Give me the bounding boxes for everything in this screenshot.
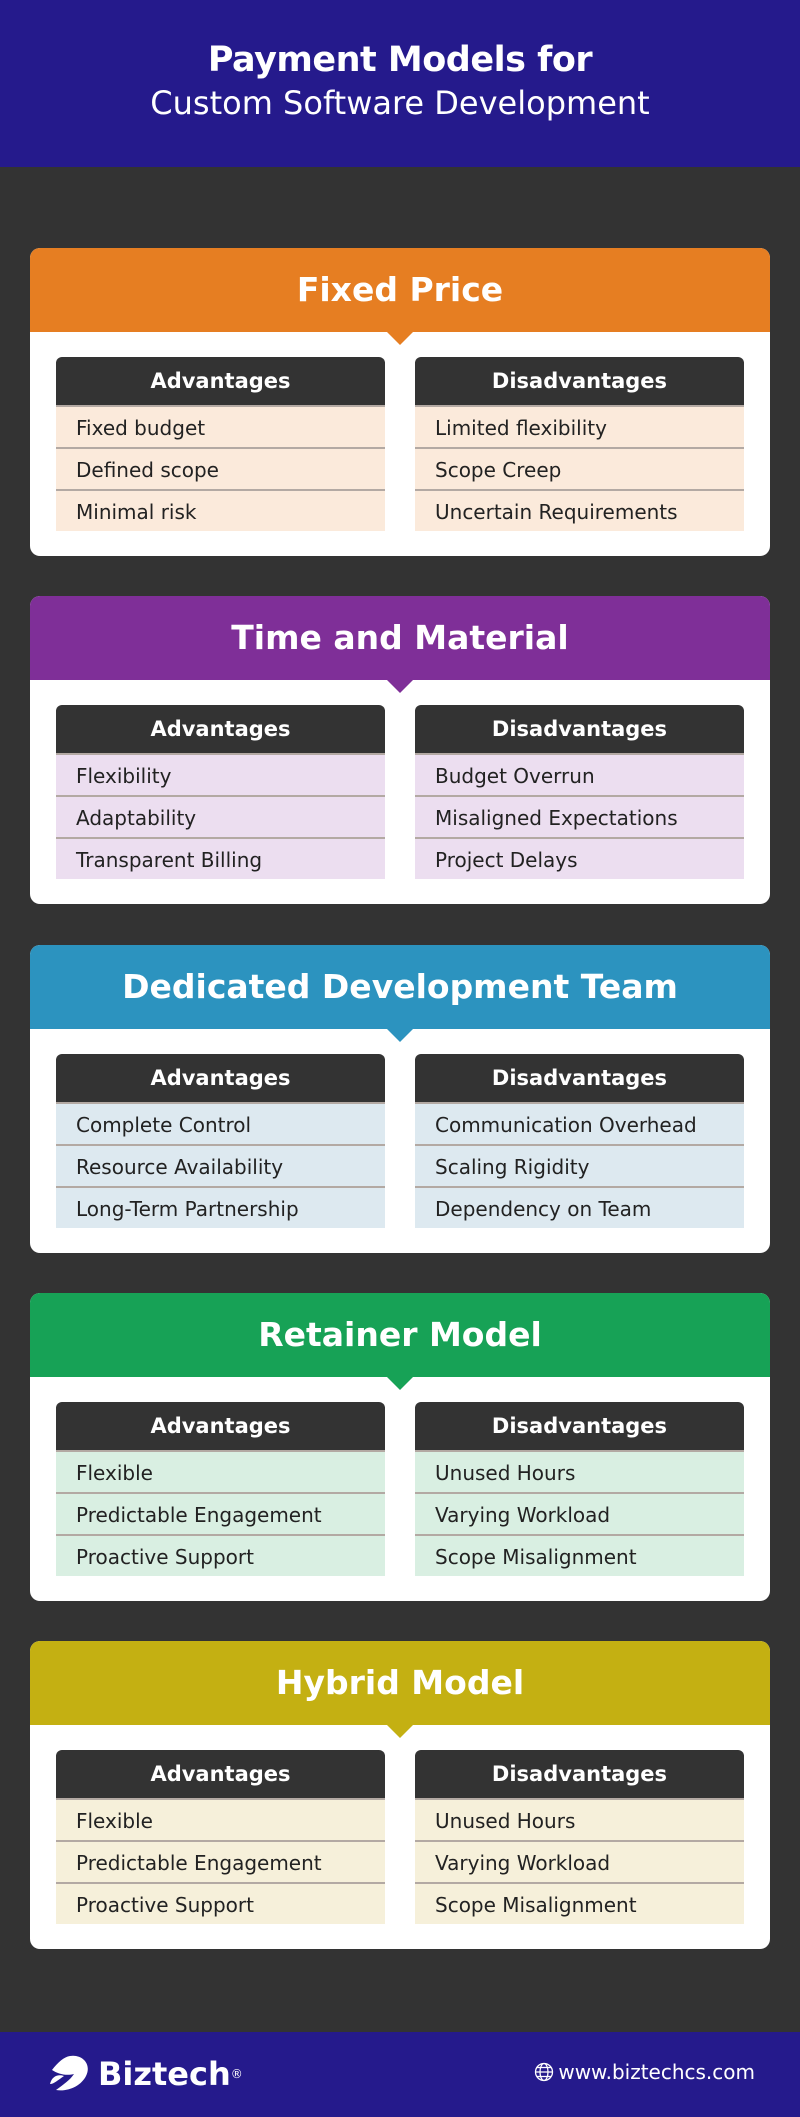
advantages-item: Proactive Support: [56, 1882, 385, 1924]
model-title-text: Dedicated Development Team: [122, 967, 678, 1006]
disadvantages-header: Disadvantages: [415, 1750, 744, 1798]
disadvantages-item: Limited flexibility: [415, 405, 744, 447]
pointer-arrow: [387, 1725, 413, 1738]
advantages-header: Advantages: [56, 1054, 385, 1102]
advantages-item: Adaptability: [56, 795, 385, 837]
disadvantages-item: Scaling Rigidity: [415, 1144, 744, 1186]
advantages-item: Defined scope: [56, 447, 385, 489]
advantages-header: Advantages: [56, 357, 385, 405]
disadvantages-item: Misaligned Expectations: [415, 795, 744, 837]
footer: Biztech ® www.biztechcs.com: [0, 2032, 800, 2117]
model-title: Retainer Model: [30, 1293, 770, 1390]
advantages-header: Advantages: [56, 1402, 385, 1450]
advantages-item: Predictable Engagement: [56, 1492, 385, 1534]
disadvantages-item: Unused Hours: [415, 1798, 744, 1840]
disadvantages-header: Disadvantages: [415, 1054, 744, 1102]
disadvantages-header: Disadvantages: [415, 705, 744, 753]
biztech-logo-icon: [50, 2055, 88, 2091]
disadvantages-item: Scope Creep: [415, 447, 744, 489]
disadvantages-item: Unused Hours: [415, 1450, 744, 1492]
disadvantages-item: Scope Misalignment: [415, 1534, 744, 1576]
brand-name: Biztech: [98, 2055, 231, 2093]
advantages-item: Flexible: [56, 1450, 385, 1492]
advantages-item: Predictable Engagement: [56, 1840, 385, 1882]
advantages-item: Flexibility: [56, 753, 385, 795]
disadvantages-item: Uncertain Requirements: [415, 489, 744, 531]
disadvantages-item: Budget Overrun: [415, 753, 744, 795]
title-line-2: Custom Software Development: [150, 84, 650, 122]
disadvantages-item: Dependency on Team: [415, 1186, 744, 1228]
model-title: Dedicated Development Team: [30, 945, 770, 1042]
disadvantages-item: Varying Workload: [415, 1492, 744, 1534]
model-title: Time and Material: [30, 596, 770, 693]
model-title-text: Time and Material: [231, 618, 569, 657]
pointer-arrow: [387, 1377, 413, 1390]
model-title-text: Fixed Price: [296, 270, 504, 309]
advantages-item: Transparent Billing: [56, 837, 385, 879]
page-header: Payment Models for Custom Software Devel…: [0, 0, 800, 167]
website-link[interactable]: www.biztechcs.com: [534, 2060, 755, 2084]
website-url: www.biztechcs.com: [558, 2060, 755, 2084]
disadvantages-item: Communication Overhead: [415, 1102, 744, 1144]
globe-icon: [535, 2062, 554, 2082]
title-line-1: Payment Models for: [207, 40, 593, 80]
advantages-item: Minimal risk: [56, 489, 385, 531]
pointer-arrow: [387, 332, 413, 345]
model-title: Fixed Price: [30, 248, 770, 345]
advantages-item: Proactive Support: [56, 1534, 385, 1576]
biztech-logo[interactable]: Biztech ®: [48, 2054, 243, 2094]
advantages-item: Resource Availability: [56, 1144, 385, 1186]
advantages-item: Complete Control: [56, 1102, 385, 1144]
advantages-header: Advantages: [56, 705, 385, 753]
disadvantages-header: Disadvantages: [415, 357, 744, 405]
model-title: Hybrid Model: [30, 1641, 770, 1738]
disadvantages-item: Project Delays: [415, 837, 744, 879]
disadvantages-item: Varying Workload: [415, 1840, 744, 1882]
advantages-item: Long-Term Partnership: [56, 1186, 385, 1228]
disadvantages-item: Scope Misalignment: [415, 1882, 744, 1924]
registered-mark: ®: [230, 2067, 243, 2081]
model-title-text: Retainer Model: [258, 1315, 542, 1354]
advantages-item: Flexible: [56, 1798, 385, 1840]
model-title-text: Hybrid Model: [275, 1663, 525, 1702]
disadvantages-header: Disadvantages: [415, 1402, 744, 1450]
advantages-item: Fixed budget: [56, 405, 385, 447]
pointer-arrow: [387, 680, 413, 693]
advantages-header: Advantages: [56, 1750, 385, 1798]
pointer-arrow: [387, 1029, 413, 1042]
